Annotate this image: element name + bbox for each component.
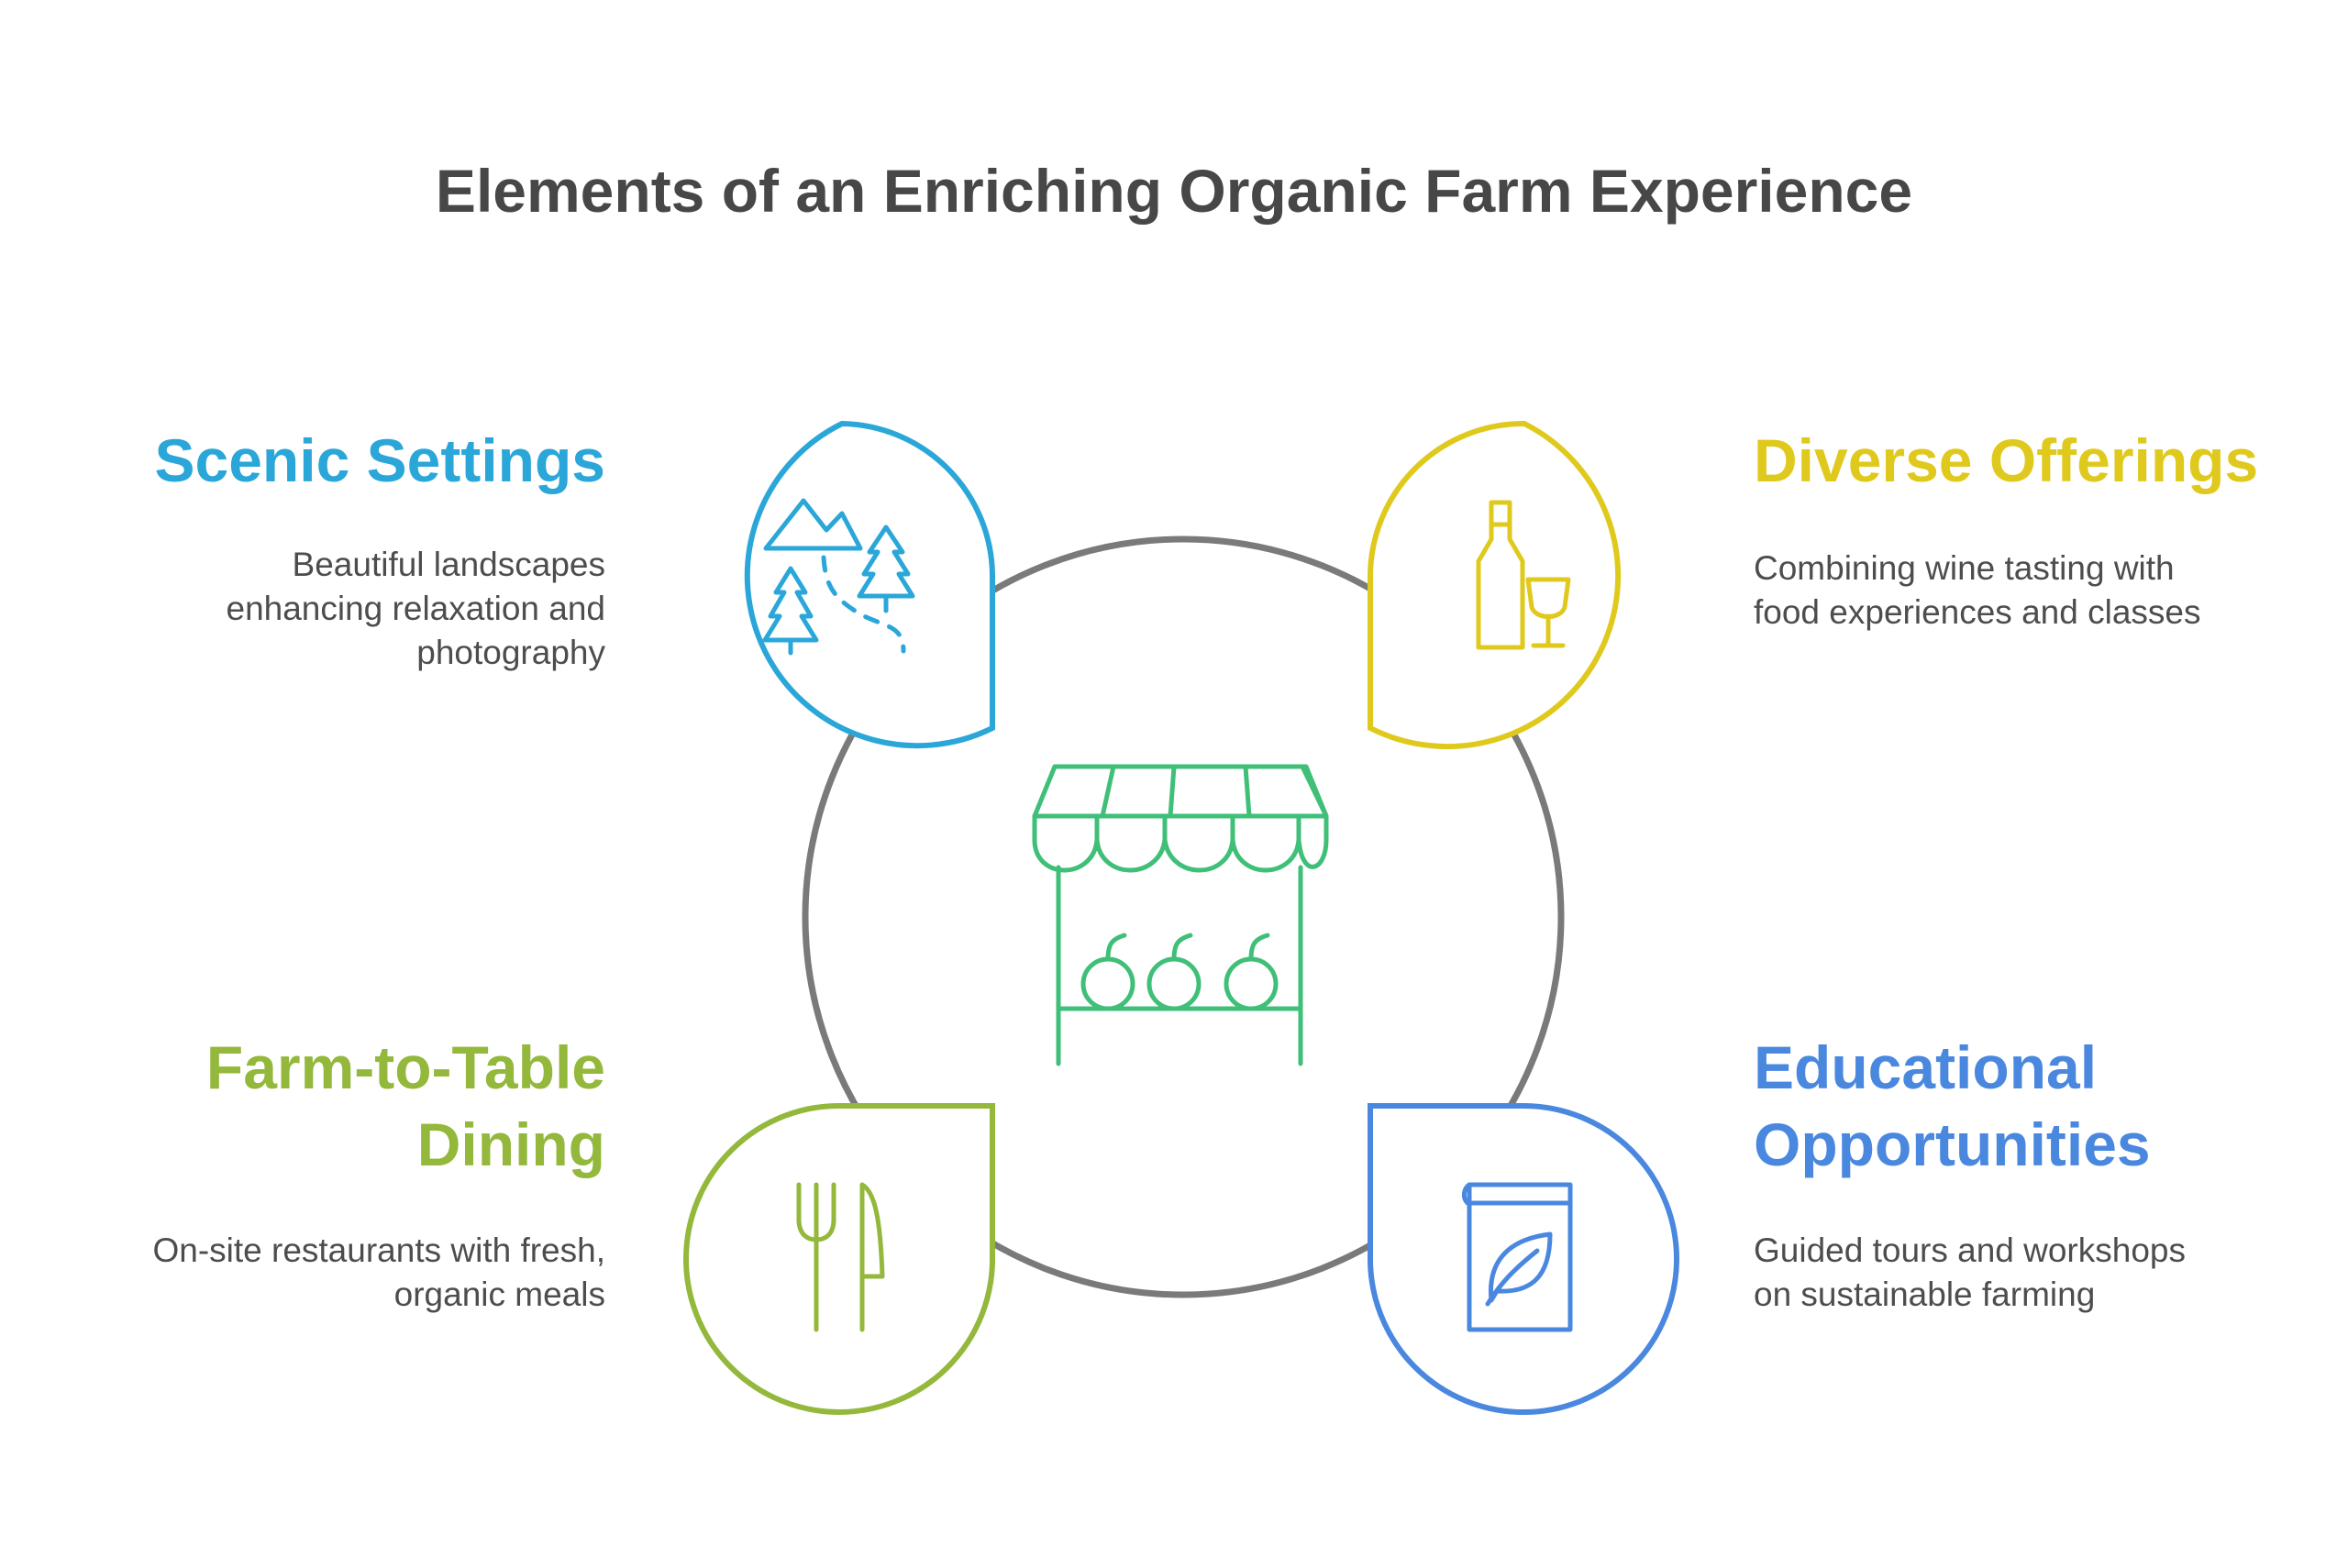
scenic-settings-heading: Scenic Settings: [155, 422, 606, 499]
description-line: Guided tours and workshops: [1754, 1231, 2186, 1269]
heading-line: Diverse Offerings: [1754, 426, 2259, 494]
heading-line: Farm-to-Table: [205, 1033, 605, 1101]
educational-heading: Educational Opportunities: [1754, 1029, 2151, 1183]
description-line: On-site restaurants with fresh,: [152, 1231, 605, 1269]
educational-node: [1367, 1103, 1679, 1415]
page-title: Elements of an Enriching Organic Farm Ex…: [435, 157, 1913, 225]
mountains-trees-icon: [762, 498, 915, 656]
scenic-settings-description: Beautiful landscapes enhancing relaxatio…: [227, 543, 606, 675]
diverse-drop-shape: [1368, 420, 1622, 750]
diverse-offerings-description: Combining wine tasting with food experie…: [1754, 547, 2200, 635]
farm-to-table-heading: Farm-to-Table Dining: [206, 1029, 605, 1183]
farm-to-table-node: [683, 1102, 996, 1415]
wine-bottle-glass-icon: [1476, 500, 1571, 650]
diverse-offerings-node: [1368, 420, 1622, 750]
scenic-drop-shape: [744, 420, 995, 749]
central-ring: [802, 536, 1565, 1298]
leaf-book-icon: [1461, 1182, 1573, 1332]
educational-description: Guided tours and workshops on sustainabl…: [1754, 1229, 2186, 1317]
description-line: on sustainable farming: [1754, 1275, 2096, 1313]
description-line: Combining wine tasting with: [1754, 549, 2175, 587]
heading-line: Scenic Settings: [154, 426, 606, 494]
fork-knife-icon: [796, 1182, 885, 1332]
educational-drop-shape: [1367, 1103, 1679, 1415]
description-line: photography: [416, 634, 605, 671]
heading-line: Educational: [1754, 1033, 2098, 1101]
farm-drop-shape: [683, 1102, 996, 1415]
description-line: organic meals: [393, 1275, 605, 1313]
description-line: Beautiful landscapes: [292, 546, 605, 583]
description-line: food experiences and classes: [1754, 593, 2201, 631]
heading-line: Dining: [416, 1110, 605, 1178]
description-line: enhancing relaxation and: [226, 590, 606, 627]
farm-to-table-description: On-site restaurants with fresh, organic …: [152, 1229, 605, 1317]
scenic-settings-node: [744, 420, 995, 749]
heading-line: Opportunities: [1754, 1110, 2151, 1178]
diverse-offerings-heading: Diverse Offerings: [1754, 422, 2258, 499]
market-stall-icon: [1032, 764, 1329, 1066]
